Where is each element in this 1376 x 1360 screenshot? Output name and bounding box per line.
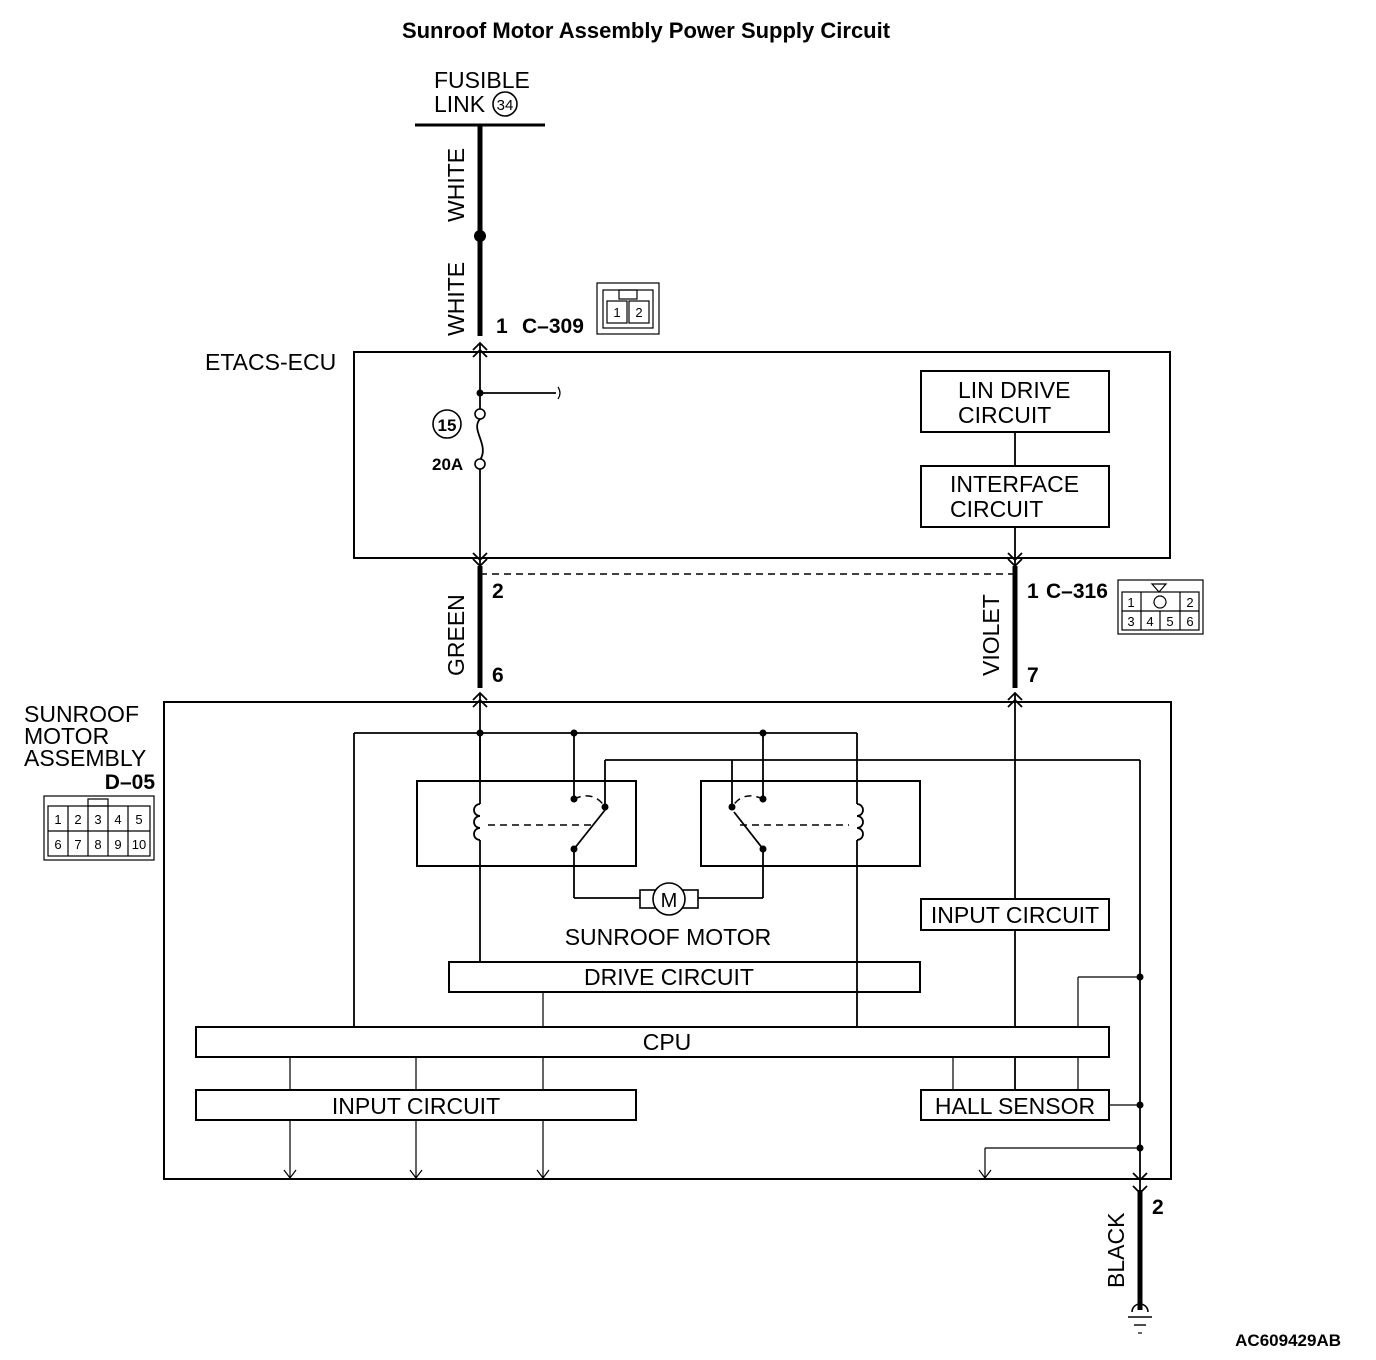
green-wire: GREEN 6 (443, 566, 504, 688)
fusible-link-label-line2: LINK (434, 91, 486, 117)
ground-pin-number: 2 (1152, 1196, 1164, 1219)
black-wire: 2 BLACK (1103, 1190, 1164, 1334)
input-circuit-right: INPUT CIRCUIT (931, 902, 1099, 928)
fusible-link-number-circle (492, 91, 518, 117)
sunroof-pin-green: 6 (492, 664, 504, 687)
splice-point (474, 230, 486, 242)
c309-cell-1: 1 (613, 305, 620, 320)
connector-c309: 1 C–309 1 2 (496, 282, 660, 338)
d05-cell-3: 3 (94, 812, 101, 827)
sunroof-label-line2: MOTOR (24, 723, 109, 749)
lin-drive-line2: CIRCUIT (958, 402, 1051, 428)
sunroof-motor-assembly: SUNROOF MOTOR ASSEMBLY D–05 1 2 3 4 5 6 … (24, 691, 1172, 1195)
d05-cell-2: 2 (74, 812, 81, 827)
drive-circuit: DRIVE CIRCUIT (584, 964, 754, 990)
etacs-ecu: ETACS-ECU 15 20A LIN DRIVE CIRCUIT INTER… (205, 341, 1171, 568)
motor-icon (652, 882, 686, 916)
d05-cell-8: 8 (94, 837, 101, 852)
sunroof-label-line1: SUNROOF (24, 701, 139, 727)
cpu-box (195, 1026, 1110, 1058)
d05-cell-10: 10 (132, 837, 146, 852)
interface-line2: CIRCUIT (950, 496, 1043, 522)
d05-cell-4: 4 (114, 812, 121, 827)
lin-drive-circuit-box (920, 370, 1110, 433)
d05-connector-name: D–05 (105, 771, 156, 794)
hall-sensor-box (920, 1089, 1110, 1121)
white-wire: WHITE WHITE (443, 125, 486, 336)
fuse-rating: 20A (432, 455, 463, 474)
hall-sensor: HALL SENSOR (935, 1093, 1095, 1119)
lin-drive-line1: LIN DRIVE (958, 377, 1070, 403)
figure-id: AC609429AB (1235, 1331, 1341, 1350)
c316-cell-4: 4 (1146, 614, 1153, 629)
interface-line1: INTERFACE (950, 471, 1079, 497)
d05-cell-6: 6 (54, 837, 61, 852)
sunroof-pin-violet: 7 (1027, 664, 1039, 687)
wire-color-violet: VIOLET (978, 594, 1004, 676)
d05-cell-9: 9 (114, 837, 121, 852)
fusible-link-number: 34 (497, 97, 514, 114)
sunroof-label-line3: ASSEMBLY (24, 745, 146, 771)
fuse-number-circle (432, 409, 462, 439)
diagram-title: Sunroof Motor Assembly Power Supply Circ… (402, 18, 891, 43)
relay-right-box (700, 780, 921, 867)
c309-pin-number: 1 (496, 315, 508, 338)
cpu: CPU (643, 1029, 692, 1055)
d05-cell-1: 1 (54, 812, 61, 827)
relay-left-box (416, 780, 637, 867)
connector-c316: 2 1 C–316 1 2 3 4 5 6 (480, 573, 1204, 635)
input-circuit-left: INPUT CIRCUIT (332, 1093, 500, 1119)
motor-symbol: M (661, 890, 678, 912)
c316-cell-1: 1 (1127, 595, 1134, 610)
c316-connector-name: C–316 (1046, 580, 1108, 603)
violet-wire: VIOLET 7 (978, 566, 1039, 688)
wire-color-green: GREEN (443, 594, 469, 676)
c309-connector-name: C–309 (522, 315, 584, 338)
d05-cell-5: 5 (135, 812, 142, 827)
d05-connector-face: 1 2 3 4 5 6 7 8 9 10 (43, 795, 155, 861)
drive-circuit-box (448, 961, 921, 993)
fuse-number: 15 (438, 416, 457, 435)
input-circuit-left-box (195, 1089, 637, 1121)
input-circuit-right-box (920, 898, 1110, 931)
c316-cell-6: 6 (1186, 614, 1193, 629)
c316-cell-5: 5 (1166, 614, 1173, 629)
etacs-ecu-label: ETACS-ECU (205, 349, 336, 375)
c316-cell-3: 3 (1127, 614, 1134, 629)
c309-cell-2: 2 (635, 305, 642, 320)
fusible-link: FUSIBLE LINK 34 (415, 67, 545, 127)
ground-icon (1128, 1303, 1152, 1334)
c316-cell-2: 2 (1186, 595, 1193, 610)
etacs-pin-green: 2 (492, 580, 504, 603)
fusible-link-label-line1: FUSIBLE (434, 67, 530, 93)
wire-color-white-lower: WHITE (443, 262, 469, 336)
wire-color-white-upper: WHITE (443, 148, 469, 222)
d05-cell-7: 7 (74, 837, 81, 852)
c309-face (596, 282, 660, 335)
wire-color-black: BLACK (1103, 1212, 1129, 1288)
etacs-pin-violet: 1 (1027, 580, 1039, 603)
motor-label: SUNROOF MOTOR (565, 924, 772, 950)
